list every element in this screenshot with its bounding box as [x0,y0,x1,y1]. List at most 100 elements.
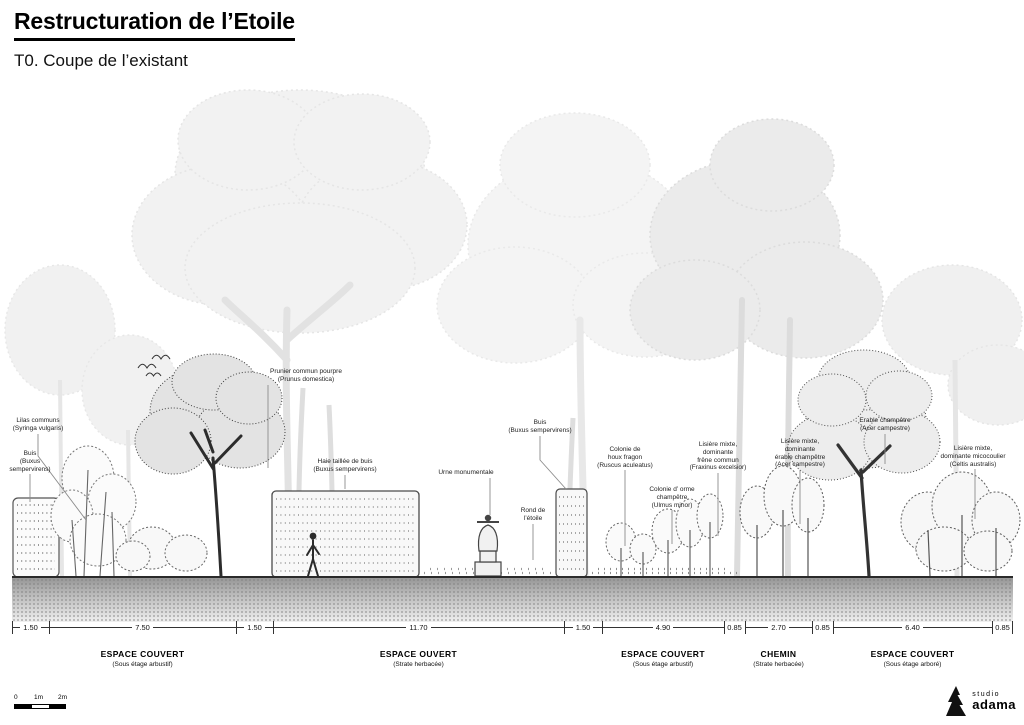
plant-annotation-text: Rond de l’étoile [520,507,546,522]
studio-logo-icon [946,686,967,716]
background-trees-right-center [629,118,884,361]
colony-stems [620,522,711,576]
dimension-tick [992,621,993,634]
zone-subtitle: (Strate herbacée) [753,661,804,668]
scale-bar-graphic [14,704,66,709]
zone-label: CHEMIN (Strate herbacée) [745,649,812,668]
dimension-segment: 0.85 [992,620,1013,634]
dimension-segment: 11.70 [273,620,564,634]
scale-label-0: 0 [14,694,18,701]
human-figure [306,532,320,577]
dimension-value: 0.85 [992,622,1013,632]
dimension-segment: 0.85 [724,620,745,634]
studio-logo-name-text: adama [972,696,1016,712]
zone-label: ESPACE OUVERT (Strate herbacée) [273,649,564,668]
trimmed-boxwood-hedge [271,490,420,578]
plant-annotation: Buis (Buxus sempervirens) [490,419,590,435]
background-trunks-right-center [734,297,793,579]
dimension-value: 4.90 [652,622,674,632]
dimension-segment: 4.90 [602,620,724,634]
dimension-value: 7.50 [132,622,153,632]
plant-annotation-text: Colonie de houx fragon (Ruscus aculeatus… [597,446,653,469]
birds-icon [137,354,171,377]
dimension-tick [564,621,565,634]
plant-annotation: Prunier commun pourpre (Prunus domestica… [256,368,356,384]
plant-annotation: Buis (Buxus sempervirens) [2,450,58,473]
background-tree-far-right [881,264,1024,426]
plant-annotation-text: Buis (Buxus sempervirens) [508,419,572,434]
dimension-tick [602,621,603,634]
plant-annotation-text: Lisière mixte, dominante micocoulier (Ce… [940,445,1006,468]
plant-annotation-text: Lisière mixte, dominante frêne commun (F… [689,441,747,472]
zone-name: ESPACE COUVERT [100,649,185,659]
plant-annotation-text: Urne monumentale [438,469,494,476]
dimension-tick [236,621,237,634]
zone-label: ESPACE COUVERT (Sous étage arboré) [833,649,992,668]
dimension-value: 6.40 [902,622,923,632]
page-title: Restructuration de l’Etoile [14,8,295,41]
lawn-texture [424,567,556,575]
herb-layer-texture [592,567,738,575]
dimension-tick [273,621,274,634]
dimension-value: 0.85 [724,622,745,632]
zone-subtitle: (Sous étage arbustif) [632,661,694,668]
dimension-tick [49,621,50,634]
zone-name: ESPACE COUVERT [621,649,705,659]
plant-annotation: Erable champêtre (Acer campestre) [835,417,935,433]
dimension-tick [1012,621,1013,634]
dimension-segment: 0.85 [812,620,833,634]
plant-annotation: Haie taillée de buis (Buxus sempervirens… [295,458,395,474]
dimension-value: 1.50 [244,622,265,632]
boxwood-pillar [555,488,588,578]
plant-annotation: Lisière mixte, dominante micocoulier (Ce… [923,445,1023,468]
mixed-edge-shrubs [739,465,825,539]
dimension-value: 11.70 [406,622,431,632]
dimension-segment: 2.70 [745,620,812,634]
page-subtitle: T0. Coupe de l’existant [14,51,188,70]
dimension-segment: 1.50 [12,620,49,634]
scale-bar: 0 1m 2m [14,694,84,709]
plant-annotation-text: Colonie d’ orme champêtre (Ulmus minor) [649,486,695,509]
dimension-segment: 1.50 [564,620,602,634]
plant-annotation: Urne monumentale [416,469,516,477]
dimension-segment: 7.50 [49,620,236,634]
zone-name: ESPACE OUVERT [379,649,458,659]
elm-colony [651,493,724,554]
zone-subtitle: (Sous étage arboré) [883,661,942,668]
plant-annotation-text: Buis (Buxus sempervirens) [9,450,51,473]
dimension-tick [724,621,725,634]
dimension-tick [12,621,13,634]
dimension-value: 2.70 [768,622,789,632]
zone-label: ESPACE COUVERT (Sous étage arbustif) [49,649,236,668]
pillar-trunk [567,417,576,490]
lilac-stems [71,469,115,577]
dimension-value: 1.50 [20,622,41,632]
zone-subtitle: (Strate herbacée) [393,661,444,668]
leader-lines [29,385,976,560]
trimmed-hedge-trunks [296,387,335,492]
hackberry-stems [927,515,997,577]
ground-band [12,576,1013,622]
hackberry-edge-shrubs [900,471,1021,572]
zone-label: ESPACE COUVERT (Sous étage arbustif) [602,649,724,668]
plant-annotation-text: Lisière mixte, dominante érable champêtr… [774,438,826,469]
dimension-segment: 6.40 [833,620,992,634]
monumental-urn [474,514,502,577]
zone-name: ESPACE COUVERT [870,649,955,659]
plant-annotation: Rond de l’étoile [493,507,573,523]
dimension-value: 0.85 [812,622,833,632]
dimension-value: 1.50 [572,622,594,632]
plant-annotation: Colonie d’ orme champêtre (Ulmus minor) [622,486,722,509]
zone-subtitle: (Sous étage arbustif) [112,661,173,668]
dimension-tick [745,621,746,634]
scale-label-1m: 1m [34,694,44,701]
dimension-tick [812,621,813,634]
maple-trunk [836,443,892,578]
plant-annotation-text: Haie taillée de buis (Buxus sempervirens… [313,458,377,473]
scale-label-2m: 2m [58,694,68,701]
zone-name: CHEMIN [760,649,797,659]
plant-annotation-text: Erable champêtre (Acer campestre) [859,417,911,432]
background-tree-large-left [131,89,468,334]
